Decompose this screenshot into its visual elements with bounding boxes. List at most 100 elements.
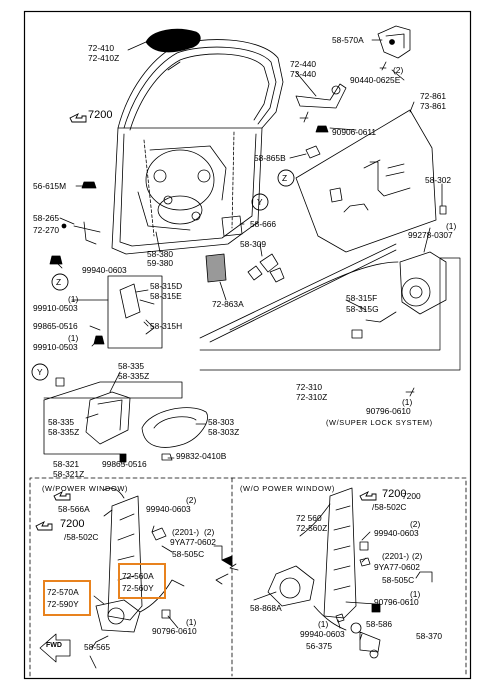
arrow-icon-7200-left [35,520,53,531]
part-label: 99832-0410B [176,451,227,461]
fwd-arrow-icon [39,633,71,663]
part-label: 58-303 [208,417,235,427]
callout-circle-z-lower [51,273,69,291]
callout-letter: Z [282,173,288,183]
part-label: /58-502C [372,502,407,512]
part-label: 73-440 [290,69,317,79]
section-heading-power: (W/POWER WINDOW) [42,484,128,493]
callout-circle-y-upper [251,193,269,211]
part-label: /58-502C [64,532,99,542]
part-label: 72-440 [290,59,317,69]
callout-letter: Y [37,367,43,377]
rod-bracket [295,83,347,109]
arrow-icon-7200 [69,112,87,123]
part-label: (1) [402,397,413,407]
part-label: (1) [446,221,457,231]
part-label: 58-335 [48,417,75,427]
part-label: (1) [68,333,79,343]
part-label: (2) [186,495,197,505]
door-sash [117,39,284,129]
part-label: 58-505C [172,549,205,559]
part-label: 58-315G [346,304,379,314]
part-label: 56-615M [33,181,67,191]
part-label: 99278-0307 [408,230,453,240]
part-label: 99940-0603 [146,504,191,514]
part-label: 99865-0516 [33,321,78,331]
lower-section-border [29,477,467,677]
part-label: 58-666 [250,219,277,229]
part-label: (1) [68,294,79,304]
part-label: 58-566A [58,504,90,514]
part-label: 72-310 [296,382,323,392]
part-label: 72-861 [420,91,447,101]
part-label: 58-586 [366,619,393,629]
part-label: 99910-0503 [33,342,78,352]
door-panel-cutout [145,149,215,211]
highlight-box-right [118,563,166,599]
part-label: 99940-0603 [82,265,127,275]
part-label: 56-375 [306,641,333,651]
part-label: 58-370 [416,631,443,641]
part-label: 90906-0611 [332,127,377,137]
section-heading-manual: (W/O POWER WINDOW) [240,484,335,493]
part-label: 72-863A [212,299,244,309]
part-label: (2) [393,65,404,75]
part-label-highlighted: 72-560A [122,571,154,581]
part-label: (1) [186,617,197,627]
door-sash-inner-2 [129,53,270,131]
part-label: 72-270 [33,225,60,235]
part-label: (2) [204,527,215,537]
callout-circle-z-upper [277,169,295,187]
part-label-highlighted: 72-570A [47,587,79,597]
manual-window-regulator [323,487,357,619]
part-label: 9YA77-0602 [170,537,216,547]
diagram-border [23,10,472,680]
part-label: (1) [318,619,329,629]
part-label: 7200 [402,491,421,501]
part-label: 58-321Z [53,469,85,479]
part-label: (2201-) [382,551,409,561]
part-label: 58-315H [150,321,183,331]
part-label: 58-565 [84,642,111,652]
part-label: 7200 [382,488,407,500]
callout-letter: Y [257,197,263,207]
part-label: 9YA77-0602 [374,562,420,572]
door-panel-inner [119,133,257,247]
part-label: 7200 [88,109,113,121]
part-label: 58-868A [250,603,282,613]
door-panel-cutout-2 [157,195,203,225]
part-label: 90796-0610 [374,597,419,607]
part-label: 58-335Z [48,427,80,437]
part-label: 58-315F [346,293,378,303]
outer-handle-part [145,28,201,53]
part-label: 58-505C [382,575,415,585]
part-label: 58-315E [150,291,182,301]
part-label-highlighted: 72-560Y [122,583,154,593]
section-note: (W/SUPER LOCK SYSTEM) [326,418,433,427]
part-label: 58-570A [332,35,364,45]
inner-handle [141,407,208,448]
part-label: 72-560Z [296,523,328,533]
part-label: 90796-0610 [152,626,197,636]
part-label: 72-310Z [296,392,328,402]
fwd-label: FWD [46,642,62,649]
arrow-icon-58566a [53,490,71,501]
part-label: (2) [412,551,423,561]
lock-actuator [399,251,447,315]
part-label: 99865-0516 [102,459,147,469]
part-label: 7200 [60,518,85,530]
part-label: 90796-0610 [366,406,411,416]
door-sash-inner [123,46,277,129]
callout-letter: Z [56,277,62,287]
part-label: 58-380 [147,249,174,259]
part-label: 72-410 [88,43,115,53]
part-label: 58-309 [240,239,267,249]
part-label: 58-335 [118,361,145,371]
callout-circle-y-lower [31,363,49,381]
door-trim-sheet [295,109,437,253]
part-label: (1) [410,589,421,599]
part-label: 58-865B [254,153,286,163]
part-label: 90440-0625E [350,75,401,85]
